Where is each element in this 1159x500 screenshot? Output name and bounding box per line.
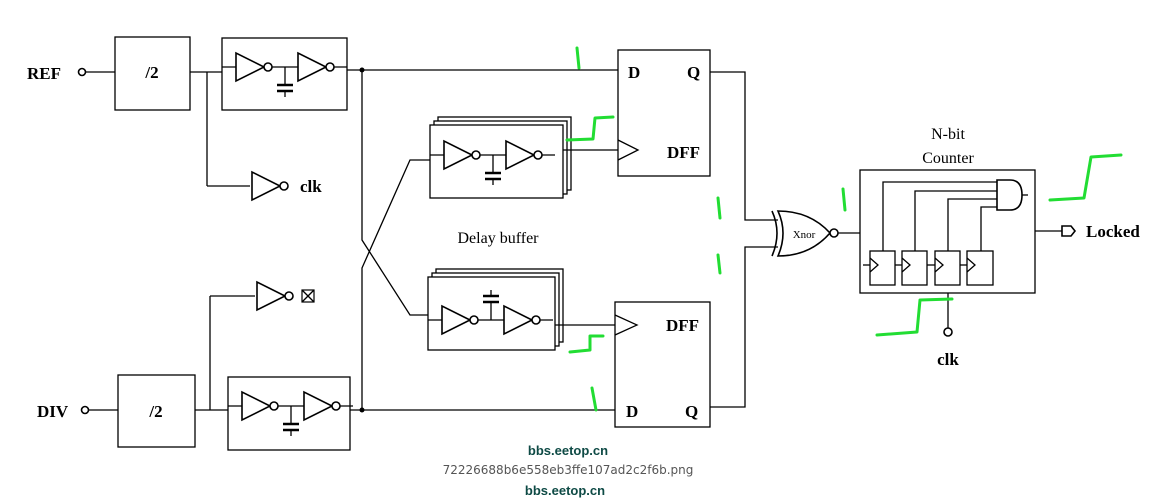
ref-divider-label: /2 bbox=[144, 63, 158, 82]
dff-top: D Q DFF bbox=[617, 49, 711, 177]
clk-tap-label: clk bbox=[300, 177, 322, 196]
div-input-pin bbox=[80, 405, 90, 415]
counter-clk-label: clk bbox=[937, 350, 959, 369]
xnor-label: Xnor bbox=[793, 229, 816, 241]
dff-bottom-q-label: Q bbox=[685, 402, 698, 421]
delay-buffer-label: Delay buffer bbox=[458, 230, 540, 247]
ref-buffer bbox=[222, 37, 347, 111]
counter-title-1: N-bit bbox=[931, 126, 965, 143]
terminated-pin-icon bbox=[301, 289, 315, 303]
n-bit-counter bbox=[859, 169, 1036, 294]
clk-inverter bbox=[251, 171, 289, 201]
dff-bottom: DFF D Q bbox=[614, 301, 711, 428]
handwritten-annotations bbox=[565, 46, 1123, 412]
div-divider-label: /2 bbox=[148, 402, 162, 421]
watermark: bbs.eetop.cn bbox=[525, 483, 605, 498]
counter-title-2: Counter bbox=[922, 150, 974, 167]
locked-output-label: Locked bbox=[1086, 222, 1140, 241]
dummy-inverter bbox=[256, 281, 294, 311]
image-caption: 72226688b6e558eb3ffe107ad2c2f6b.png bbox=[443, 463, 694, 477]
dff-bottom-d-label: D bbox=[626, 402, 638, 421]
ref-input-label: REF bbox=[27, 64, 61, 83]
xnor-gate: Xnor bbox=[771, 210, 839, 257]
counter-clk-pin bbox=[943, 327, 953, 337]
div-input-label: DIV bbox=[37, 402, 69, 421]
ref-divider: /2 bbox=[114, 36, 191, 111]
delay-buffer-top bbox=[430, 116, 572, 199]
delay-buffer-bottom bbox=[428, 268, 564, 351]
div-buffer bbox=[228, 376, 353, 451]
dff-top-d-label: D bbox=[628, 63, 640, 82]
output-port-icon bbox=[1061, 225, 1077, 237]
ref-input-pin bbox=[77, 67, 87, 77]
div-divider: /2 bbox=[117, 374, 196, 448]
watermark: bbs.eetop.cn bbox=[528, 443, 608, 458]
dff-bottom-name: DFF bbox=[666, 316, 699, 335]
dff-top-name: DFF bbox=[667, 143, 700, 162]
dff-top-q-label: Q bbox=[687, 63, 700, 82]
